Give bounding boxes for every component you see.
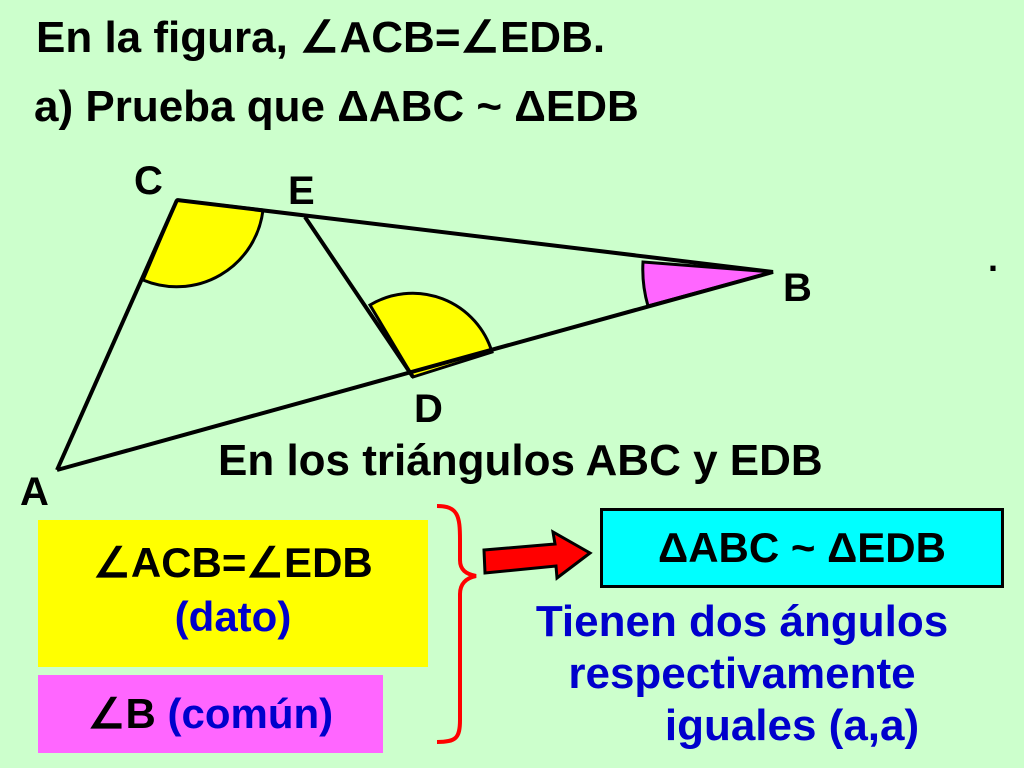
implies-arrow-icon	[482, 529, 593, 581]
criterion-line-3: iguales (a,a)	[664, 701, 920, 750]
reason-angle-acb-box: ∠ACB=∠EDB (dato)	[38, 520, 428, 667]
point-label-d: D	[414, 387, 443, 431]
criterion-line-1: Tienen dos ángulos	[535, 597, 949, 646]
reason-angle-b-box: ∠B (común)	[38, 675, 383, 753]
title-line-2: a) Prueba que ΔABC ~ ΔEDB	[34, 82, 639, 131]
side-cb	[176, 198, 774, 274]
angle-d-sector	[367, 291, 494, 379]
reason-angle-b: ∠B	[87, 690, 156, 737]
curly-brace	[436, 504, 477, 744]
point-label-a: A	[20, 470, 49, 514]
reason-dato: (dato)	[174, 593, 292, 640]
triangles-heading: En los triángulos ABC y EDB	[218, 436, 823, 485]
side-ab	[56, 270, 774, 472]
reason-angle-acb: ∠ACB=∠EDB	[93, 539, 373, 586]
point-label-c: C	[134, 159, 163, 203]
title-line-1: En la figura, ∠ACB=∠EDB.	[36, 13, 606, 62]
side-ac	[55, 199, 179, 471]
segment-ed	[303, 215, 415, 379]
reason-comun: (común)	[167, 690, 334, 737]
angle-c-sector	[141, 198, 265, 289]
point-label-b: B	[783, 266, 812, 310]
conclusion-box: ΔABC ~ ΔEDB	[600, 508, 1004, 588]
criterion-text: Tienen dos ángulos respectivamente igual…	[460, 596, 1024, 752]
criterion-line-2: respectivamente	[568, 649, 916, 698]
point-label-e: E	[288, 169, 315, 213]
stray-dot: .	[988, 238, 999, 279]
